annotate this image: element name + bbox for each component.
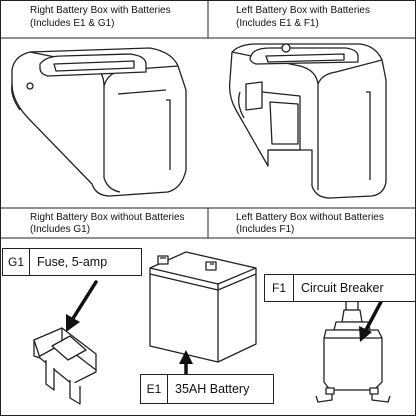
left-battery-box-illustration bbox=[230, 44, 386, 198]
caption-left-box-without-batteries-line2: (Includes F1) bbox=[236, 224, 294, 236]
battery-illustration bbox=[150, 252, 256, 362]
callout-g1-label: Fuse, 5-amp bbox=[30, 249, 107, 275]
callout-e1-label: 35AH Battery bbox=[168, 375, 249, 403]
callout-e1-code: E1 bbox=[141, 375, 168, 403]
callout-g1-code: G1 bbox=[3, 249, 30, 275]
callout-f1-code: F1 bbox=[265, 275, 294, 301]
callout-e1: E1 35AH Battery bbox=[140, 374, 274, 404]
caption-right-box-with-batteries-line1: Right Battery Box with Batteries bbox=[30, 5, 171, 17]
callout-f1: F1 Circuit Breaker bbox=[264, 274, 416, 302]
caption-right-box-without-batteries-line2: (Includes G1) bbox=[30, 224, 90, 236]
caption-right-box-with-batteries-line2: (Includes E1 & G1) bbox=[30, 18, 114, 30]
caption-left-box-with-batteries-line1: Left Battery Box with Batteries bbox=[236, 5, 370, 17]
right-battery-box-illustration bbox=[12, 48, 186, 196]
arrow-g1 bbox=[72, 282, 96, 320]
caption-left-box-without-batteries-line1: Left Battery Box without Batteries bbox=[236, 212, 384, 224]
caption-left-box-with-batteries-line2: (Includes E1 & F1) bbox=[236, 18, 319, 30]
callout-f1-label: Circuit Breaker bbox=[294, 275, 384, 301]
caption-right-box-without-batteries-line1: Right Battery Box without Batteries bbox=[30, 212, 185, 224]
callout-g1: G1 Fuse, 5-amp bbox=[2, 248, 142, 276]
fuse-illustration bbox=[34, 328, 96, 404]
arrow-f1 bbox=[366, 300, 382, 330]
